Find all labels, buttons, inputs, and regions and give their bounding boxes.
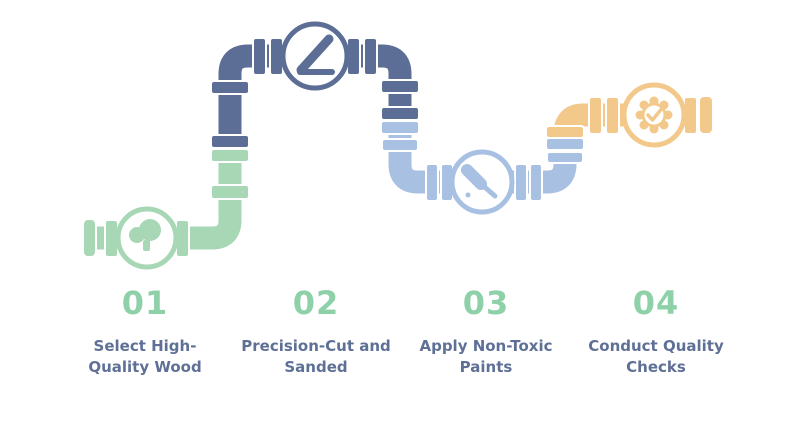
pipe-coupling: [252, 37, 267, 76]
step-column-3: 03 Apply Non-Toxic Paints: [401, 284, 571, 378]
step-number-1: 01: [121, 284, 169, 322]
pipe-section-2: [210, 21, 420, 149]
pipe-flange: [545, 125, 585, 139]
tree-icon: [129, 219, 161, 251]
step-label-4: Conduct Quality Checks: [588, 337, 724, 376]
pipe-flange: [210, 148, 250, 163]
pipe-coupling: [588, 96, 603, 135]
check-icon: [646, 107, 663, 122]
pipe-end-cap: [698, 95, 714, 135]
pipe-flange: [210, 134, 250, 149]
step-label-3: Apply Non-Toxic Paints: [419, 337, 553, 376]
pipe-coupling: [605, 96, 620, 135]
pipe-section-1: [82, 146, 250, 270]
pipe-flange: [380, 106, 420, 121]
paintbrush-icon: [461, 164, 498, 199]
pipe-coupling: [210, 184, 250, 200]
pipe-coupling: [425, 163, 439, 202]
step-column-2: 02 Precision-Cut and Sanded: [231, 284, 401, 378]
pipe-section-4: [545, 82, 714, 148]
pipe-end-cap: [82, 218, 97, 258]
step-number-4: 04: [632, 284, 680, 322]
pipe-coupling: [381, 138, 419, 152]
step-number-3: 03: [462, 284, 510, 322]
pipe-section-3: [380, 120, 585, 215]
pipe-coupling: [210, 80, 250, 95]
quality-seal-icon: [635, 96, 673, 134]
pipe-coupling: [514, 163, 528, 202]
pipe-coupling: [529, 163, 543, 202]
step-label-2: Precision-Cut and Sanded: [241, 337, 391, 376]
pipe-run-1: [96, 146, 242, 250]
step-column-4: 04 Conduct Quality Checks: [571, 284, 741, 378]
pipe-flange: [545, 137, 585, 151]
pipe-coupling: [380, 79, 420, 94]
pipe-coupling: [363, 37, 378, 76]
step-label-1: Select High-Quality Wood: [88, 337, 202, 376]
pipe-flange: [380, 120, 420, 135]
saw-icon: [296, 34, 335, 75]
step-column-1: 01 Select High-Quality Wood: [60, 284, 230, 378]
step-number-2: 02: [292, 284, 340, 322]
pipe-coupling: [546, 151, 584, 164]
